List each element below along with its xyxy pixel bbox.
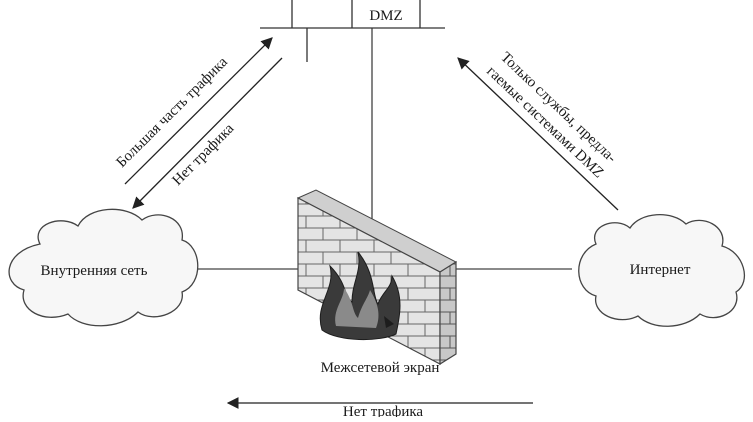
internet-cloud: Интернет <box>578 213 746 327</box>
arrow-down-left <box>132 57 283 209</box>
arrow-to-dmz-right <box>457 57 619 211</box>
right-arrow-label-line1: Только службы, предла- <box>497 49 619 166</box>
arrow-up-left <box>124 37 273 185</box>
firewall-label: Межсетевой экран <box>321 360 440 376</box>
internal-network-label: Внутренняя сеть <box>41 263 148 279</box>
dmz-label: DMZ <box>369 8 402 24</box>
dmz-segment: DMZ <box>260 0 445 62</box>
right-arrow-label-line2: гаемые системами DMZ <box>483 63 606 181</box>
internet-label: Интернет <box>630 262 691 278</box>
left-arrow-down-label: Нет трафика <box>169 120 237 188</box>
flame-icon <box>319 251 401 341</box>
internal-network-cloud: Внутренняя сеть <box>8 208 199 327</box>
bottom-arrow-label: Нет трафика <box>343 404 423 417</box>
